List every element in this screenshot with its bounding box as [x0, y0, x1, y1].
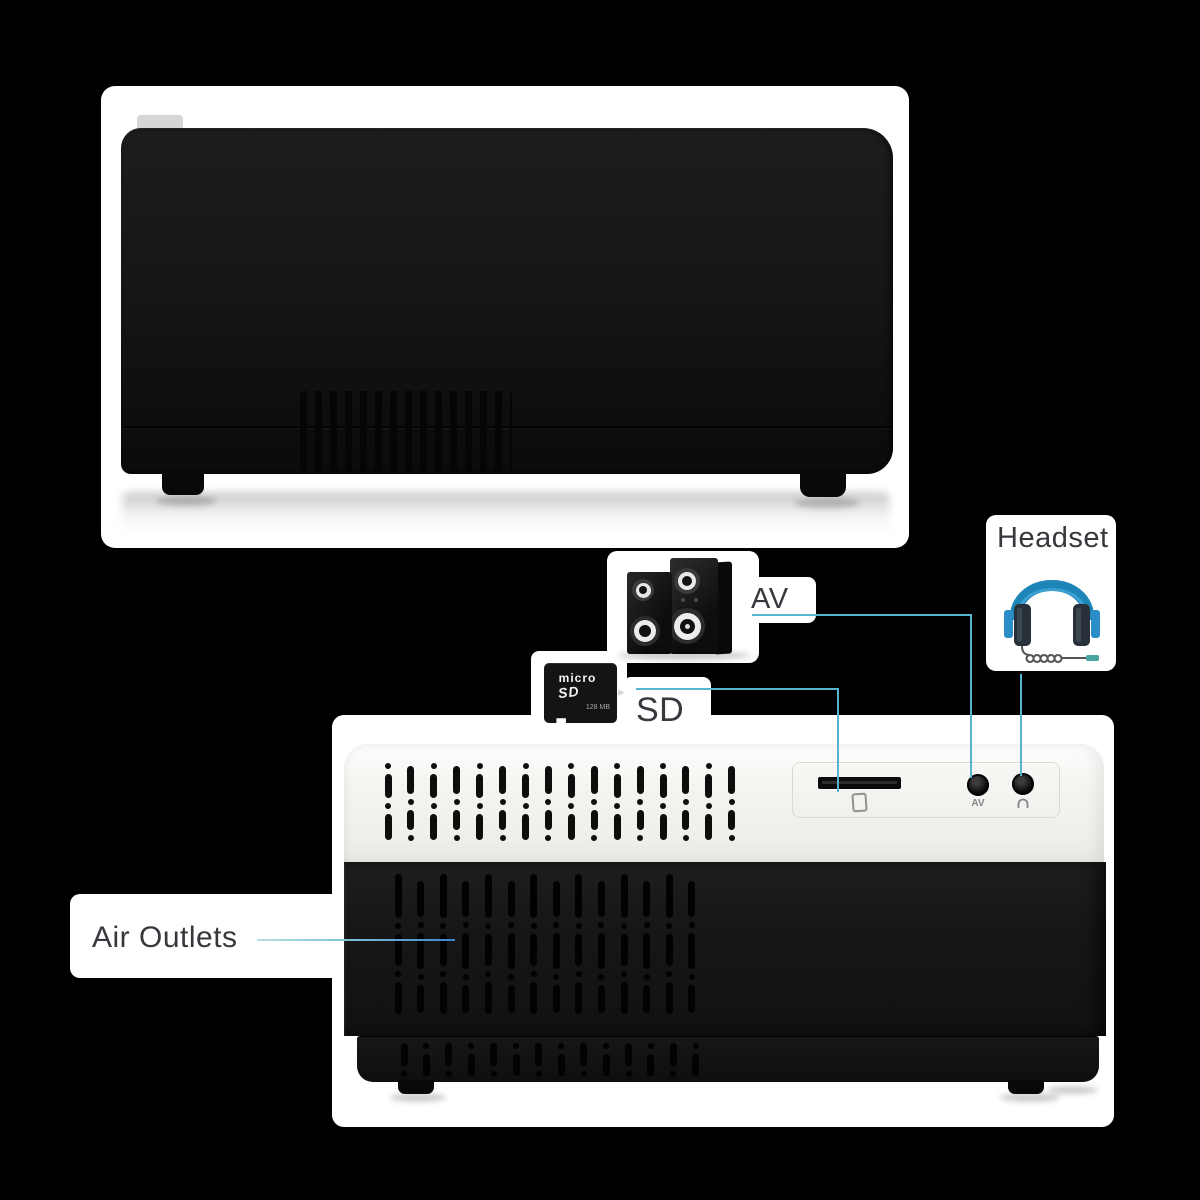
speaker-tweeter — [632, 579, 654, 601]
air-outlets-leader-line — [257, 939, 455, 941]
top-face-vents — [384, 763, 736, 860]
bottom-projector-black-body — [344, 862, 1106, 1036]
air-outlets-label: Air Outlets — [92, 921, 238, 954]
projector-foot — [162, 471, 204, 495]
sd-leader-line — [837, 688, 839, 792]
foot-shadow — [794, 498, 860, 508]
microsd-logo-top: micro — [558, 671, 597, 685]
foot-shadow — [390, 1093, 446, 1102]
projector-foot — [800, 471, 846, 497]
air-outlets-vents — [394, 874, 696, 1032]
headset-leader-line — [1020, 674, 1022, 776]
rear-vent-slats — [300, 391, 512, 472]
microsd-card-image: micro SD 128 MB — [544, 663, 617, 723]
base-vents — [400, 1043, 700, 1077]
top-projector-reflection — [122, 492, 890, 536]
insert-arrow-icon: ▸ — [618, 684, 625, 699]
microsd-capacity: 128 MB — [585, 704, 610, 711]
av-jack-label: AV — [971, 798, 985, 809]
sd-card-glyph-icon — [851, 792, 868, 813]
headphone-glyph-icon — [1017, 798, 1029, 808]
air-outlets-label-cutout — [70, 894, 353, 978]
sd-card-slot — [818, 777, 901, 789]
av-jack — [967, 774, 989, 796]
bottom-projector-base — [357, 1036, 1099, 1082]
microsd-logo-bottom: SD — [557, 682, 581, 702]
projector-foot — [398, 1080, 434, 1094]
headset-label: Headset — [997, 522, 1109, 554]
av-leader-line — [752, 614, 972, 616]
av-label: AV — [751, 583, 789, 615]
projector-foot — [1008, 1080, 1044, 1094]
speaker-detail-dot — [681, 598, 685, 602]
foot-shadow — [1048, 1086, 1098, 1094]
speaker-woofer — [630, 616, 660, 646]
speaker-detail-dot — [694, 598, 698, 602]
speaker-tweeter — [674, 568, 700, 594]
av-leader-line — [970, 614, 972, 778]
top-projector-ir-window — [137, 115, 183, 131]
sd-label: SD — [636, 691, 685, 729]
headphones-icon — [1004, 580, 1100, 663]
headset-cutout — [986, 515, 1116, 671]
speakers-shadow — [618, 651, 750, 660]
sd-leader-line — [636, 688, 839, 690]
speaker-woofer — [669, 608, 705, 644]
headphone-jack — [1012, 773, 1034, 795]
foot-shadow — [156, 496, 216, 506]
foot-shadow — [1000, 1093, 1060, 1102]
